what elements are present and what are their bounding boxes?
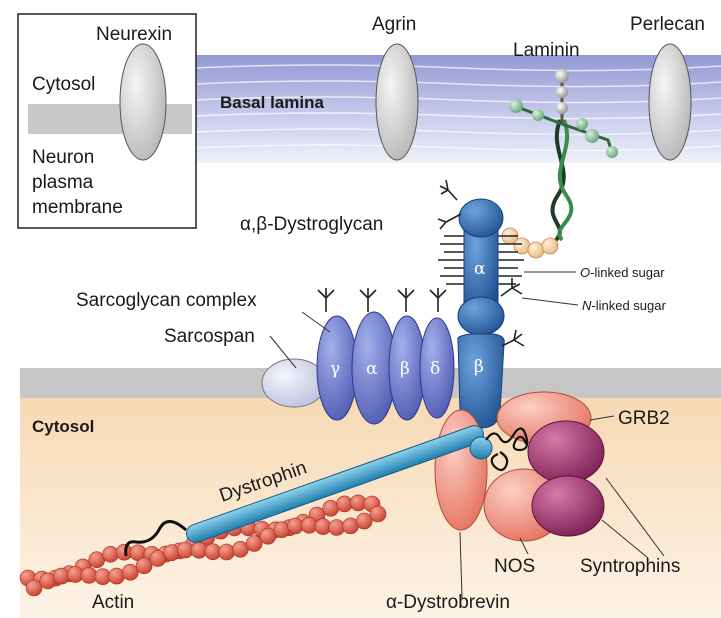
agrin-label: Agrin — [372, 14, 416, 35]
dystroglycan-alpha-label: α — [474, 259, 486, 279]
dystroglycan-label: α,β-Dystroglycan — [240, 214, 383, 235]
actin-monomer — [25, 579, 43, 597]
sarcoglycan-delta-label: δ — [430, 359, 440, 379]
sarcoglycan-complex-label: Sarcoglycan complex — [76, 290, 257, 311]
sarcoglycan-complex — [316, 311, 455, 425]
neuron-membrane-label-3: membrane — [32, 197, 123, 218]
actin-monomer — [135, 557, 153, 575]
sarcospan-label: Sarcospan — [164, 326, 255, 347]
sarcoglycan-delta — [419, 317, 455, 419]
actin-monomer — [53, 567, 70, 585]
perlecan-label: Perlecan — [630, 14, 705, 35]
sarcoglycan-alpha-label: α — [366, 359, 378, 379]
actin-monomer — [122, 563, 139, 581]
inset-neurexin-box — [17, 13, 197, 229]
actin-monomer — [102, 545, 119, 563]
neurexin-label: Neurexin — [96, 24, 172, 45]
dystroglycan-complex — [438, 198, 524, 429]
perlecan-protein — [648, 43, 692, 161]
actin-monomer — [163, 544, 180, 562]
neuron-membrane-label-1: Neuron — [32, 147, 94, 168]
actin-monomer — [300, 516, 318, 534]
nos-label: NOS — [494, 556, 535, 577]
actin-monomer — [190, 541, 208, 559]
actin-monomer — [259, 527, 277, 545]
sarcoglycan-beta-label: β — [400, 359, 410, 379]
leader-lines — [269, 271, 665, 599]
actin-monomer — [218, 543, 235, 561]
actin-label: Actin — [92, 592, 134, 613]
n-linked-sugars — [317, 179, 525, 347]
neuron-membrane-label-2: plasma — [32, 172, 94, 193]
syntrophin-upper — [527, 420, 605, 484]
basal-lamina-label: Basal lamina — [220, 93, 324, 112]
laminin-label: Laminin — [513, 40, 580, 61]
actin-monomer — [245, 535, 263, 552]
sarcoglycan-gamma-label: γ — [330, 359, 340, 379]
cytosol-label: Cytosol — [32, 417, 94, 436]
laminin-binding-beads — [501, 227, 559, 259]
actin-monomer — [328, 519, 346, 536]
dystrobrevin-label: α-Dystrobrevin — [386, 592, 510, 613]
dystroglycan-beta-label: β — [474, 357, 484, 377]
actin-monomer — [369, 505, 387, 523]
grb2-label: GRB2 — [618, 408, 670, 429]
syntrophins-label: Syntrophins — [580, 556, 680, 577]
dystrophin-protein — [124, 425, 529, 557]
inset-cytosol-label: Cytosol — [32, 74, 95, 95]
actin-monomer — [80, 567, 98, 584]
syntrophin-lower — [531, 475, 605, 537]
o-linked-sugar-label: O-linked sugar — [580, 265, 665, 280]
agrin-protein — [375, 43, 419, 161]
neurexin-protein — [119, 43, 167, 161]
n-linked-sugar-label: N-linked sugar — [582, 298, 666, 313]
actin-monomer — [355, 512, 373, 530]
laminin-protein — [509, 69, 618, 242]
basal-lamina-band — [194, 55, 721, 163]
